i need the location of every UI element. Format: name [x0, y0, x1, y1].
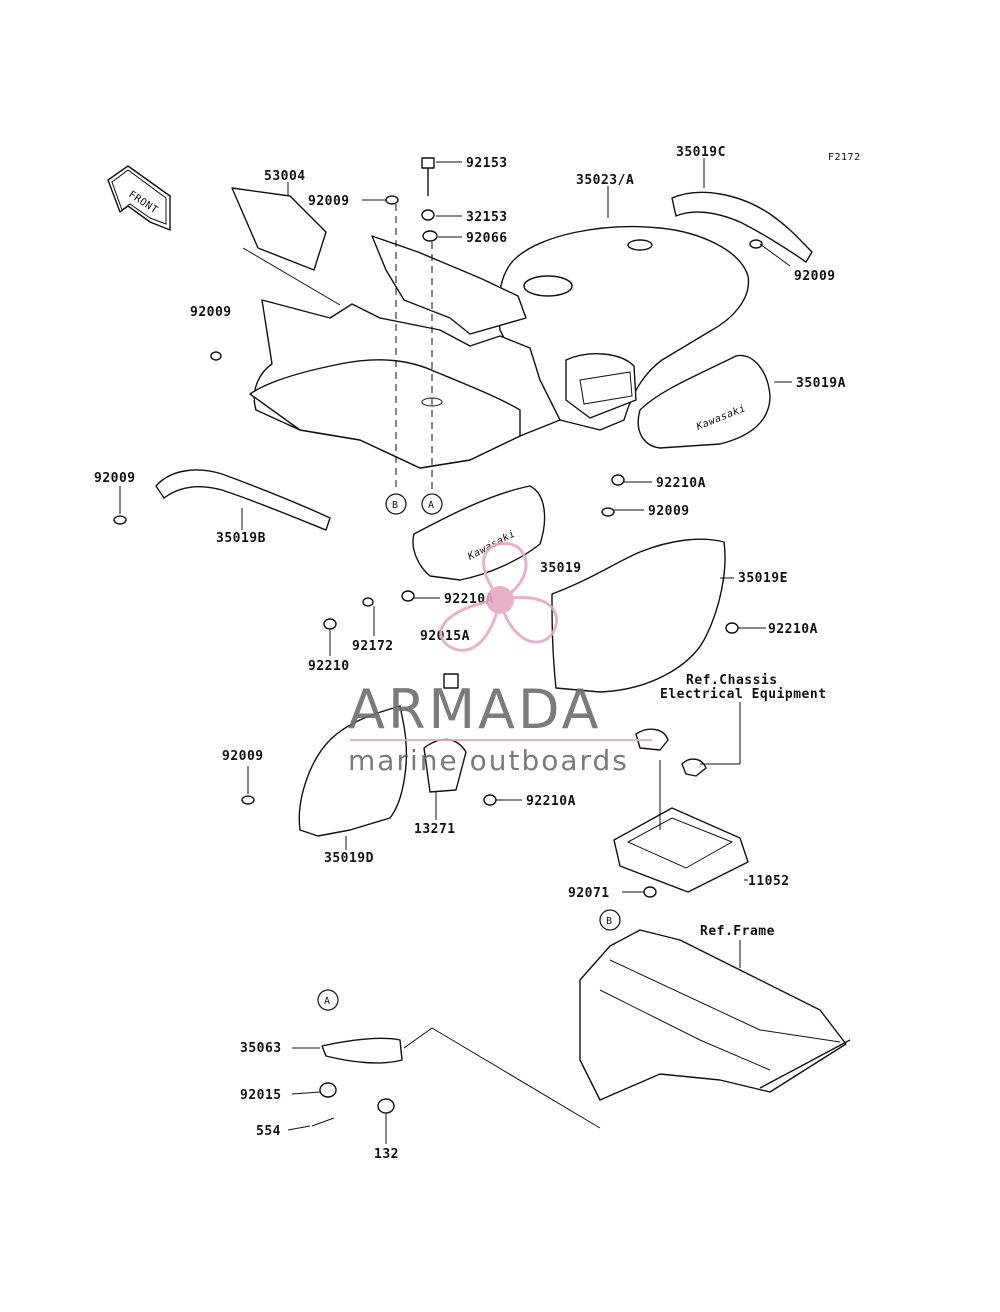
label-92009-mid: 92009	[648, 504, 690, 519]
callout-a-bottom-label: A	[324, 996, 331, 1007]
label-92066: 92066	[466, 231, 508, 246]
label-92009-d: 92009	[222, 749, 264, 764]
rear-fender-35023	[497, 225, 750, 431]
label-35019c: 35019C	[676, 145, 726, 160]
ref-chassis-line1: Ref.Chassis	[686, 673, 778, 688]
callout-a-top: A	[421, 493, 443, 515]
label-92153: 92153	[466, 156, 508, 171]
watermark-brand: ARMADA	[348, 678, 602, 741]
ref-frame: Ref.Frame	[700, 924, 775, 939]
tray-11052	[613, 728, 749, 893]
cover-35019d	[298, 705, 467, 837]
propeller-logo-icon	[439, 542, 558, 652]
rail-35019b	[155, 469, 331, 531]
label-92210: 92210	[308, 659, 350, 674]
part-53004-shape	[231, 187, 341, 306]
label-92015a: 92015A	[420, 629, 470, 644]
label-92071: 92071	[568, 886, 610, 901]
label-92210a-1: 92210A	[656, 476, 706, 491]
label-13271: 13271	[414, 822, 456, 837]
label-92009-b: 92009	[94, 471, 136, 486]
label-35063: 35063	[240, 1041, 282, 1056]
label-53004: 53004	[264, 169, 306, 184]
ref-chassis-line2: Electrical Equipment	[660, 687, 827, 702]
label-35023a: 35023/A	[576, 173, 634, 188]
label-35019b: 35019B	[216, 531, 266, 546]
callout-a-bottom: A	[317, 989, 339, 1011]
front-arrow-icon: FRONT	[107, 165, 171, 231]
label-35019: 35019	[540, 561, 582, 576]
frame-assembly	[579, 929, 851, 1101]
label-35019d: 35019D	[324, 851, 374, 866]
watermark-tagline: marine outboards	[348, 744, 629, 777]
callout-a-top-label: A	[428, 500, 435, 511]
label-92009-right: 92009	[794, 269, 836, 284]
bracket-35063	[311, 1037, 403, 1127]
cover-35019e	[551, 538, 726, 693]
label-11052: 11052	[748, 874, 790, 889]
callout-b-top-label: B	[392, 500, 399, 511]
label-92009-top: 92009	[308, 194, 350, 209]
callout-b-top: B	[385, 493, 407, 515]
side-cover-35019a: Kawasaki	[637, 354, 771, 449]
watermark: ARMADA marine outboards	[348, 542, 652, 777]
leader-lines	[119, 158, 792, 1144]
callout-b-bottom-label: B	[606, 916, 613, 927]
rail-35019c	[671, 191, 813, 263]
label-92172: 92172	[352, 639, 394, 654]
label-35019e: 35019E	[738, 571, 788, 586]
front-fender-left	[249, 235, 561, 469]
fastener-marks	[113, 157, 763, 898]
callout-b-bottom: B	[599, 909, 621, 931]
label-92210a-4: 92210A	[526, 794, 576, 809]
label-32153: 32153	[466, 210, 508, 225]
figure-code: F2172	[828, 152, 861, 163]
label-35019a: 35019A	[796, 376, 846, 391]
label-554: 554	[256, 1124, 281, 1139]
label-92009-left: 92009	[190, 305, 232, 320]
label-92015: 92015	[240, 1088, 282, 1103]
label-92210a-3: 92210A	[768, 622, 818, 637]
label-132: 132	[374, 1147, 399, 1162]
